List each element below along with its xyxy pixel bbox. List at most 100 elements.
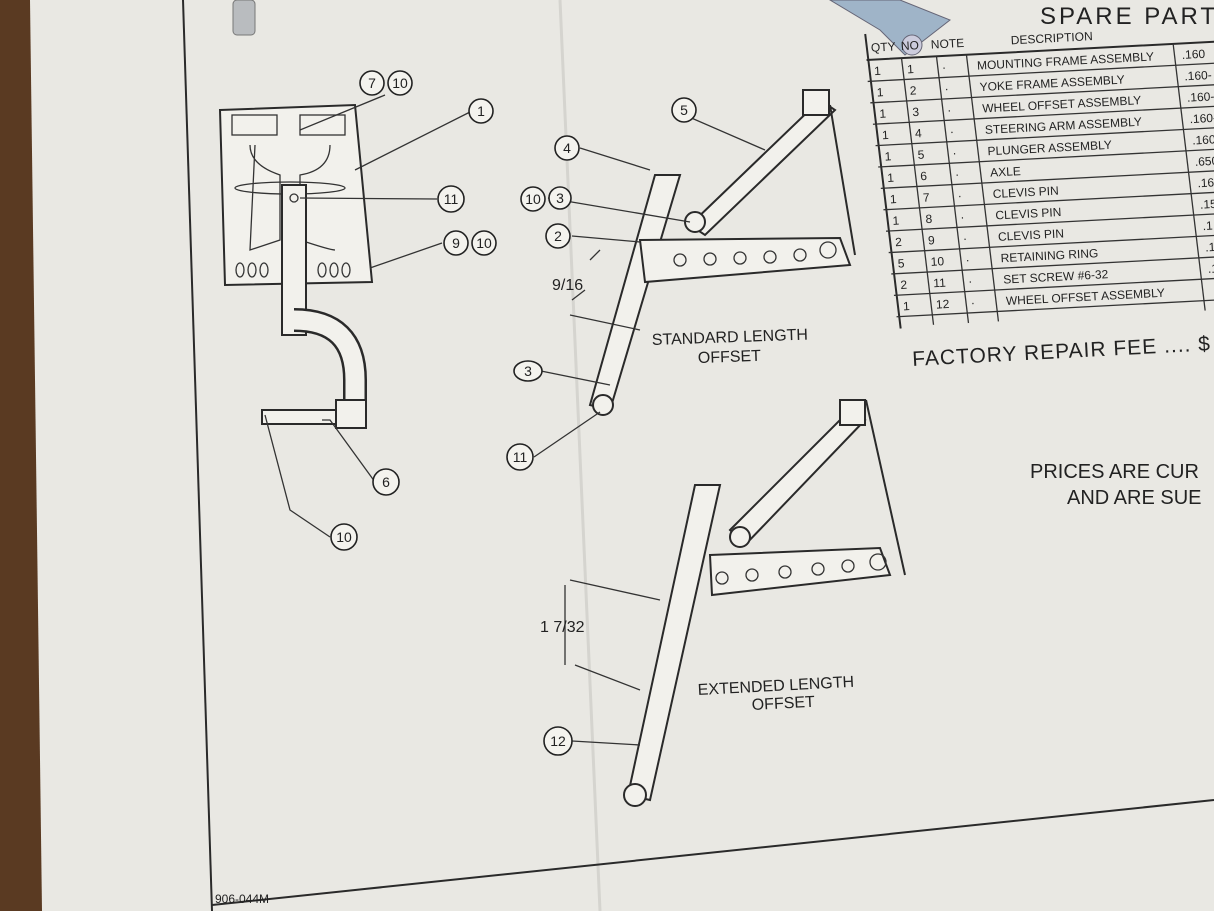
cell-qty: 1 [882,128,890,142]
svg-text:11: 11 [444,191,459,207]
cell-qty: 1 [892,213,900,227]
cell-qty: 1 [903,299,911,313]
cell-no: 7 [922,190,930,204]
cell-part: .15 [1200,197,1214,212]
svg-text:11: 11 [513,449,528,465]
callout-11: 11 [506,443,534,471]
cell-qty: 2 [900,278,908,292]
cell-part: .160- [1189,111,1214,126]
svg-text:2: 2 [554,228,562,244]
callout-9: 9 [443,230,469,256]
header-note: NOTE [930,36,964,52]
cell-note: · [960,210,965,224]
cell-description: PLUNGER ASSEMBLY [987,138,1112,158]
svg-text:10: 10 [476,235,492,251]
callout-10: 10 [520,186,546,212]
cell-qty: 1 [890,192,898,206]
drawing-number: 906-044M [215,892,269,906]
screw-object [901,34,923,56]
svg-text:5: 5 [680,102,688,118]
cell-qty: 2 [895,235,903,249]
bolt-object [232,0,256,36]
callout-3: 3 [548,186,572,210]
callouts: 7 10 1 11 9 10 6 10 5 4 10 3 2 3 11 12 [264,70,766,756]
cell-note: · [942,60,947,74]
cell-note: · [971,296,976,310]
cell-qty: 5 [897,256,905,270]
svg-text:10: 10 [525,191,541,207]
cell-note: · [968,274,973,288]
cell-no: 5 [917,148,925,162]
cell-no: 10 [930,254,944,269]
cell-description: AXLE [990,164,1021,180]
table-row: 1 7 · CLEVIS PIN .16 [883,175,1214,211]
cell-qty: 1 [884,149,892,163]
cell-no: 12 [936,297,950,312]
cell-part: .1 [1205,240,1214,255]
cell-no: 8 [925,212,933,226]
cell-description: SET SCREW #6-32 [1003,267,1109,287]
svg-text:7: 7 [368,75,376,91]
cell-qty: 1 [876,85,884,99]
callout-5: 5 [671,97,697,123]
extended-offset-label-2: OFFSET [751,694,815,714]
cell-description: CLEVIS PIN [995,205,1062,222]
extended-offset-dimension: 1 7/32 [540,619,585,636]
cell-note: · [944,82,949,96]
cell-no: 3 [912,105,920,119]
callout-1: 1 [468,98,494,124]
wooden-surface [0,0,42,911]
cell-no: 2 [909,83,917,97]
callout-2: 2 [545,223,571,249]
cell-part: .650 [1194,154,1214,169]
svg-text:10: 10 [336,529,352,545]
standard-offset-drawing: 9/16 STANDARD LENGTH OFFSET [552,89,856,416]
callout-3: 3 [513,360,543,382]
callout-10: 10 [471,230,497,256]
cell-note: · [950,124,955,138]
border-line-bottom [211,799,1214,906]
standard-offset-label-1: STANDARD LENGTH [652,327,809,349]
border-line-left [182,0,213,911]
cell-no: 11 [933,276,946,291]
cell-part: .160- [1187,89,1214,104]
cell-qty: 1 [874,64,882,78]
svg-text:3: 3 [524,363,532,379]
callout-12: 12 [543,726,573,756]
header-no: NO [901,38,920,53]
callout-7: 7 [359,70,385,96]
callout-6: 6 [372,468,400,496]
extended-offset-drawing: 1 7/32 EXTENDED LENGTH OFFSET [540,399,906,807]
callout-10: 10 [387,70,413,96]
svg-text:6: 6 [382,474,390,490]
cell-no: 1 [907,62,915,76]
cell-part: .16 [1197,175,1214,190]
svg-text:4: 4 [563,140,571,156]
cell-note: · [947,103,952,117]
cell-part: .1 [1208,261,1214,276]
cell-description: CLEVIS PIN [998,226,1065,243]
prices-note-line-1: PRICES ARE CUR [1030,461,1199,483]
cell-part: .160 [1181,47,1205,62]
standard-offset-label-2: OFFSET [698,348,762,367]
cell-part: .160- [1184,68,1212,83]
svg-text:9: 9 [452,235,460,251]
cell-no: 6 [920,169,928,183]
table-row: 1 8 · CLEVIS PIN .15 [886,197,1214,232]
table-title: SPARE PARTS [1040,3,1214,30]
svg-text:1: 1 [477,103,485,119]
cell-note: · [957,189,962,203]
svg-text:10: 10 [392,75,408,91]
cell-part: .1 [1202,219,1213,234]
cell-note: · [955,167,960,181]
cell-no: 9 [928,233,936,247]
cell-description: CLEVIS PIN [992,184,1059,201]
callout-11: 11 [437,185,465,213]
cell-description: RETAINING RING [1000,246,1098,265]
header-qty: QTY [871,39,896,54]
